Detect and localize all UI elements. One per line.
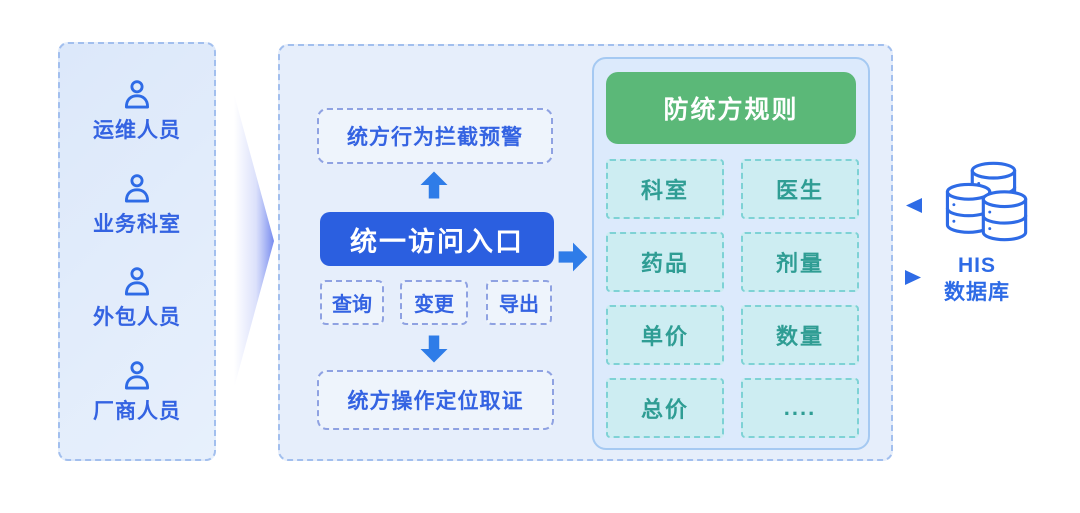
user-role-label: 外包人员 xyxy=(93,306,181,330)
rule-cell-drug: 药品 xyxy=(606,232,724,292)
person-icon xyxy=(124,80,150,109)
rule-cell-label: 数量 xyxy=(775,324,824,349)
operation-query-box: 查询 xyxy=(320,280,384,325)
user-role-label: 运维人员 xyxy=(93,118,181,142)
person-icon xyxy=(124,173,150,203)
forensics-box: 统方操作定位取证 xyxy=(317,370,554,430)
anti-tongfang-rules-panel: 防统方规则 科室 医生 药品 剂量 单价 数量 总价 .... xyxy=(592,57,870,450)
operation-change-label: 变更 xyxy=(414,294,454,316)
user-roles-panel: 运维人员 业务科室 外包人员 厂商人员 xyxy=(58,42,216,461)
interception-alert-box: 统方行为拦截预警 xyxy=(317,108,553,164)
user-role-vendor: 厂商人员 xyxy=(93,359,181,425)
interception-alert-label: 统方行为拦截预警 xyxy=(347,126,523,149)
his-database-line1: HIS xyxy=(957,254,996,277)
rule-cell-dosage: 剂量 xyxy=(741,232,859,292)
unified-access-entry: 统一访问入口 xyxy=(320,212,554,266)
rule-cell-unit-price: 单价 xyxy=(606,305,724,365)
rule-cell-label: 药品 xyxy=(640,251,689,276)
user-role-label: 业务科室 xyxy=(93,212,181,236)
user-role-outsourced: 外包人员 xyxy=(93,265,181,331)
forensics-label: 统方操作定位取证 xyxy=(347,390,524,413)
rules-title: 防统方规则 xyxy=(663,96,799,124)
rule-cell-total-price: 总价 xyxy=(606,378,724,438)
unified-access-entry-label: 统一访问入口 xyxy=(350,226,524,257)
arrow-down-icon xyxy=(420,335,448,363)
rule-cell-more: .... xyxy=(741,378,859,438)
person-icon xyxy=(124,267,150,296)
rule-cell-label: .... xyxy=(783,395,817,420)
person-icon xyxy=(124,361,150,390)
operation-query-label: 查询 xyxy=(332,294,372,316)
rule-cell-label: 科室 xyxy=(640,178,689,203)
triangle-right-icon xyxy=(905,270,921,285)
rule-cell-department: 科室 xyxy=(606,159,724,219)
user-role-ops: 运维人员 xyxy=(93,78,181,144)
rule-cell-quantity: 数量 xyxy=(741,305,859,365)
rules-header: 防统方规则 xyxy=(606,72,856,144)
rule-cell-label: 总价 xyxy=(640,397,689,422)
triangle-left-icon xyxy=(906,198,922,213)
operation-export-box: 导出 xyxy=(486,280,552,325)
rule-cell-label: 医生 xyxy=(775,178,824,203)
user-role-label: 厂商人员 xyxy=(93,400,181,424)
rule-cell-label: 单价 xyxy=(640,324,689,349)
rule-cell-label: 剂量 xyxy=(775,251,824,276)
arrow-right-icon xyxy=(558,242,588,272)
user-role-business: 业务科室 xyxy=(93,172,181,238)
operation-change-box: 变更 xyxy=(400,280,468,325)
access-control-panel: 统方行为拦截预警 统一访问入口 查询 变更 导出 统方操作定位取证 防统方规则 xyxy=(278,44,893,461)
arrow-up-icon xyxy=(420,171,448,199)
chevron-connector-icon xyxy=(234,94,274,388)
database-icon xyxy=(945,161,1028,242)
operation-export-label: 导出 xyxy=(499,294,539,316)
his-database-label: HIS 数据库 xyxy=(917,252,1037,306)
rules-grid: 科室 医生 药品 剂量 单价 数量 总价 .... xyxy=(606,159,859,438)
rule-cell-doctor: 医生 xyxy=(741,159,859,219)
his-database-line2: 数据库 xyxy=(944,281,1010,304)
